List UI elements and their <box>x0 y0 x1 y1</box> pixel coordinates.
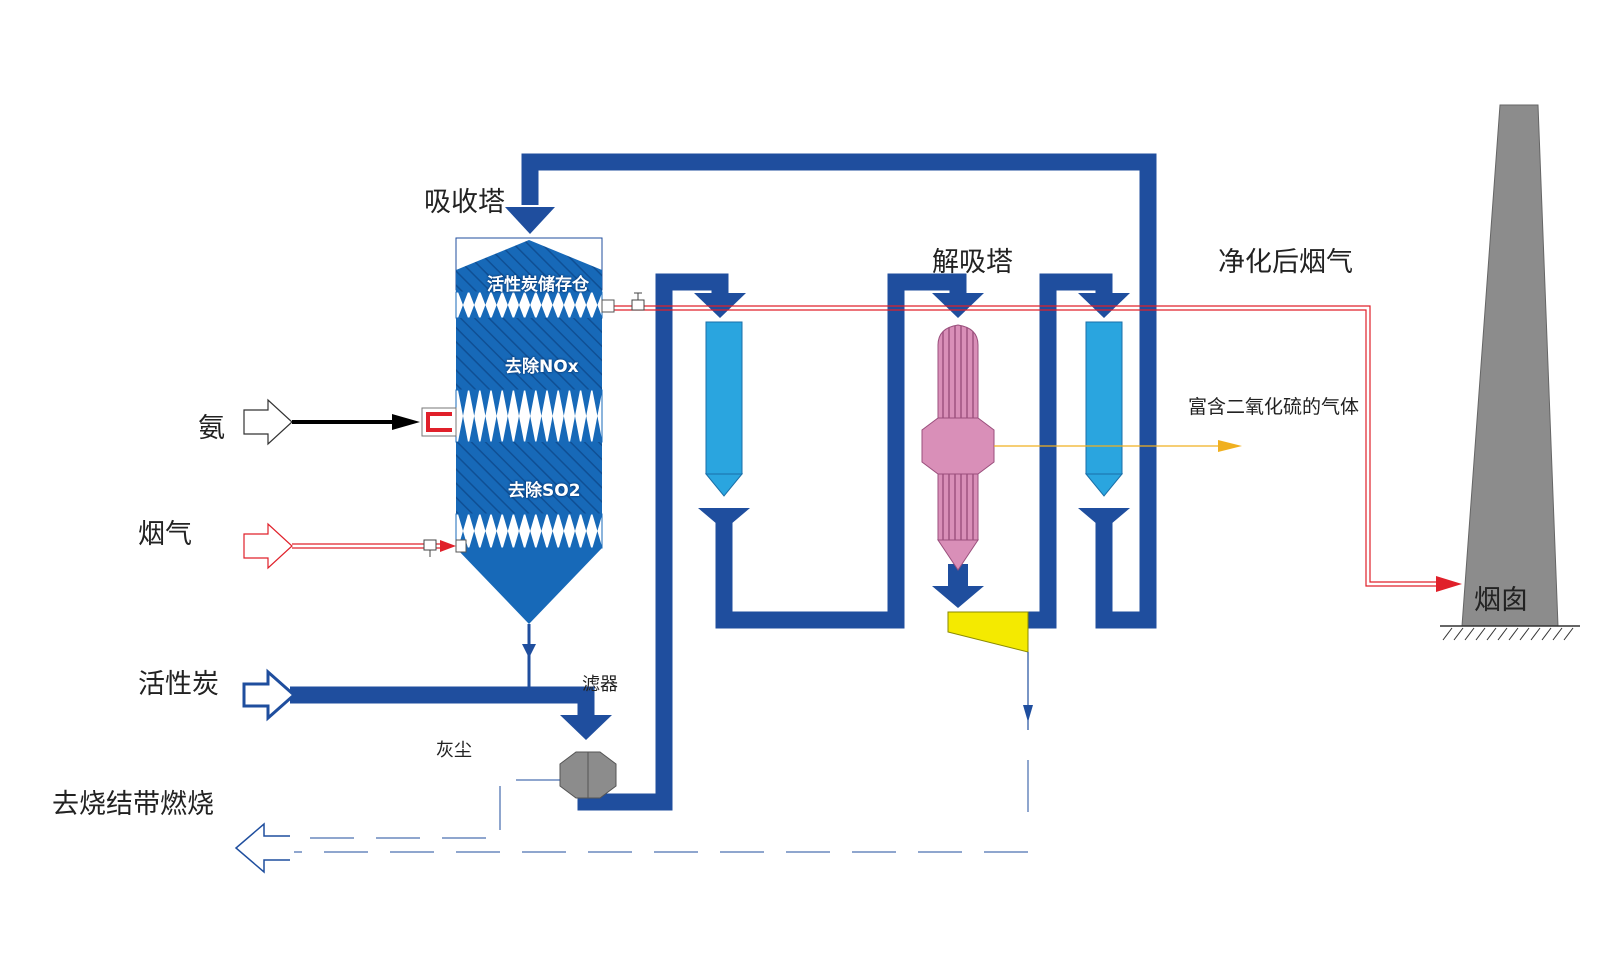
filter-label: 滤器 <box>582 674 618 695</box>
ground-hatch-line <box>1508 627 1519 641</box>
so2-gas-arrow <box>994 440 1242 452</box>
desorber-vessel <box>921 324 995 571</box>
louver-tooth <box>502 390 513 442</box>
louver-tooth <box>558 390 569 442</box>
louver-tooth <box>547 292 558 318</box>
louver-tooth <box>592 390 603 442</box>
outlet-valve <box>631 292 645 311</box>
so2-rich-gas-label: 富含二氧化硫的气体 <box>1188 396 1360 418</box>
ammonia-label: 氨 <box>198 413 225 444</box>
louver-tooth <box>469 514 480 548</box>
ground-hatch-line <box>1530 627 1541 641</box>
louver-tooth <box>570 514 580 548</box>
louver-tooth <box>525 390 536 442</box>
louver-tooth <box>491 390 502 442</box>
chimney <box>1440 104 1580 641</box>
ground-hatch-line <box>1475 627 1486 641</box>
louver-tooth <box>491 292 502 318</box>
clean-gas-label: 净化后烟气 <box>1218 247 1353 278</box>
absorber-discharge <box>522 624 536 688</box>
to-sintering-label: 去烧结带燃烧 <box>52 789 214 820</box>
absorber-louvers <box>458 292 603 548</box>
louver-tooth <box>536 514 547 548</box>
absorber-tower <box>455 237 603 624</box>
louver-tooth <box>480 390 491 442</box>
ground-hatch-line <box>1453 627 1464 641</box>
ground-hatch-line <box>1552 627 1563 641</box>
ground-hatch-line <box>1541 627 1552 641</box>
louver-tooth <box>581 292 592 318</box>
desorber-label: 解吸塔 <box>932 247 1013 278</box>
dust-label: 灰尘 <box>436 740 472 761</box>
louver-tooth <box>514 514 524 548</box>
louver-tooth <box>570 292 580 318</box>
ammonia-inlet <box>243 398 457 446</box>
louver-tooth <box>458 390 468 442</box>
storage-section-label: 活性炭储存仓 <box>487 275 589 295</box>
ground-hatch-line <box>1464 627 1475 641</box>
louver-tooth <box>525 514 536 548</box>
ground-hatch-line <box>1497 627 1508 641</box>
filter-device <box>559 751 617 799</box>
louver-tooth <box>592 292 603 318</box>
sintering-return-line <box>294 779 1028 853</box>
louver-tooth <box>581 514 592 548</box>
ground-hatch-line <box>1519 627 1530 641</box>
chimney-inlet-arrowhead <box>1436 576 1462 592</box>
louver-tooth <box>592 514 603 548</box>
louver-tooth <box>547 390 558 442</box>
louver-tooth <box>491 514 502 548</box>
louver-tooth <box>469 390 480 442</box>
louver-tooth <box>502 514 513 548</box>
louver-tooth <box>558 292 569 318</box>
activated-carbon-label: 活性炭 <box>138 669 219 700</box>
louver-tooth <box>581 390 592 442</box>
louver-tooth <box>458 292 468 318</box>
louver-tooth <box>480 292 491 318</box>
chimney-label: 烟囱 <box>1474 585 1528 616</box>
nox-section-label: 去除NOx <box>505 357 579 377</box>
louver-tooth <box>525 292 536 318</box>
so2-section-label: 去除SO2 <box>508 481 581 501</box>
louver-tooth <box>536 390 547 442</box>
flue-gas-label: 烟气 <box>138 519 192 550</box>
louver-tooth <box>514 390 524 442</box>
carbon-inlet <box>242 668 297 722</box>
screen-feeder <box>947 611 1033 812</box>
absorber-label: 吸收塔 <box>424 187 505 218</box>
ground-hatch-line <box>1442 627 1453 641</box>
louver-tooth <box>536 292 547 318</box>
louver-tooth <box>469 292 480 318</box>
column-right <box>1084 321 1124 497</box>
louver-tooth <box>502 292 513 318</box>
column-left <box>704 321 744 497</box>
clean-gas-line <box>612 305 1436 587</box>
flue-gas-inlet <box>243 522 467 570</box>
louver-tooth <box>480 514 491 548</box>
ground-hatch-line <box>1486 627 1497 641</box>
louver-tooth <box>570 390 580 442</box>
sintering-outlet-arrow <box>234 822 290 874</box>
ground-hatch-line <box>1563 627 1574 641</box>
louver-tooth <box>514 292 524 318</box>
louver-tooth <box>558 514 569 548</box>
louver-tooth <box>547 514 558 548</box>
